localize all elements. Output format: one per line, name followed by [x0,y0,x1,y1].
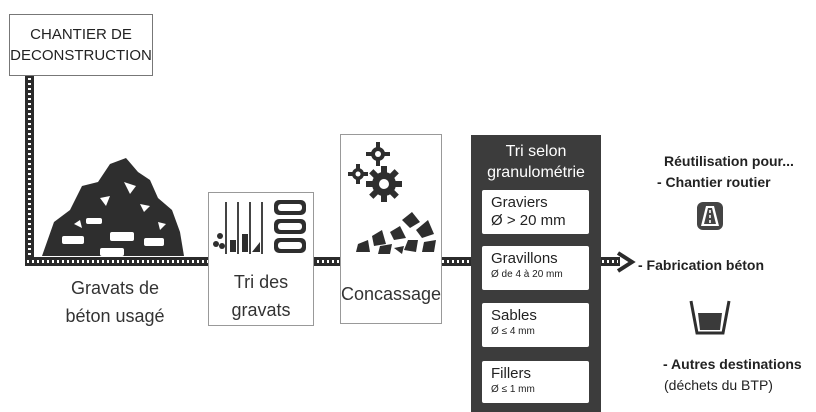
size-name: Graviers [491,194,548,211]
dest-beton: - Fabrication béton [638,257,764,273]
step-tri-line-2: gravats [231,300,291,320]
rubble-pile-icon [42,158,184,256]
gears-icon [348,142,402,202]
size-range: Ø de 4 à 20 mm [491,269,563,280]
flow-line-vertical [25,76,34,266]
size-card-graviers: Graviers Ø > 20 mm [482,190,589,234]
step-gravats-line-1: Gravats de [70,278,160,298]
source-line-2: DECONSTRUCTION [10,47,152,64]
source-box: CHANTIER DE DECONSTRUCTION [9,14,153,76]
size-card-fillers: Fillers Ø ≤ 1 mm [482,361,589,403]
size-range: Ø > 20 mm [491,212,566,229]
container-icon [689,300,731,335]
granulometrie-title: Tri selon granulométrie [471,141,601,183]
arrow-right-icon [616,251,636,273]
dest-autres-note: (déchets du BTP) [664,377,773,393]
dest-autres: - Autres destinations [663,356,802,372]
granulometrie-title-line-1: Tri selon [505,143,567,160]
size-name: Sables [491,307,537,324]
step-concassage-label: Concassage [340,284,442,304]
road-icon [697,202,723,230]
step-tri-label: Tri des gravats [208,270,314,322]
source-line-1: CHANTIER DE [30,26,132,43]
size-card-sables: Sables Ø ≤ 4 mm [482,303,589,347]
size-range: Ø ≤ 4 mm [491,326,535,337]
flow-line-horizontal [25,257,620,266]
crushed-stone-icon [356,212,436,254]
reuse-heading: Réutilisation pour... [664,153,794,169]
step-tri-line-1: Tri des [233,272,289,292]
size-card-gravillons: Gravillons Ø de 4 à 20 mm [482,246,589,290]
sorting-bins-icon [213,200,306,254]
step-gravats-label: Gravats de béton usagé [45,276,185,328]
step-gravats-line-2: béton usagé [65,306,165,326]
size-name: Gravillons [491,250,558,267]
granulometrie-title-line-2: granulométrie [487,164,585,181]
size-range: Ø ≤ 1 mm [491,384,535,395]
dest-routier: - Chantier routier [657,174,771,190]
size-name: Fillers [491,365,531,382]
